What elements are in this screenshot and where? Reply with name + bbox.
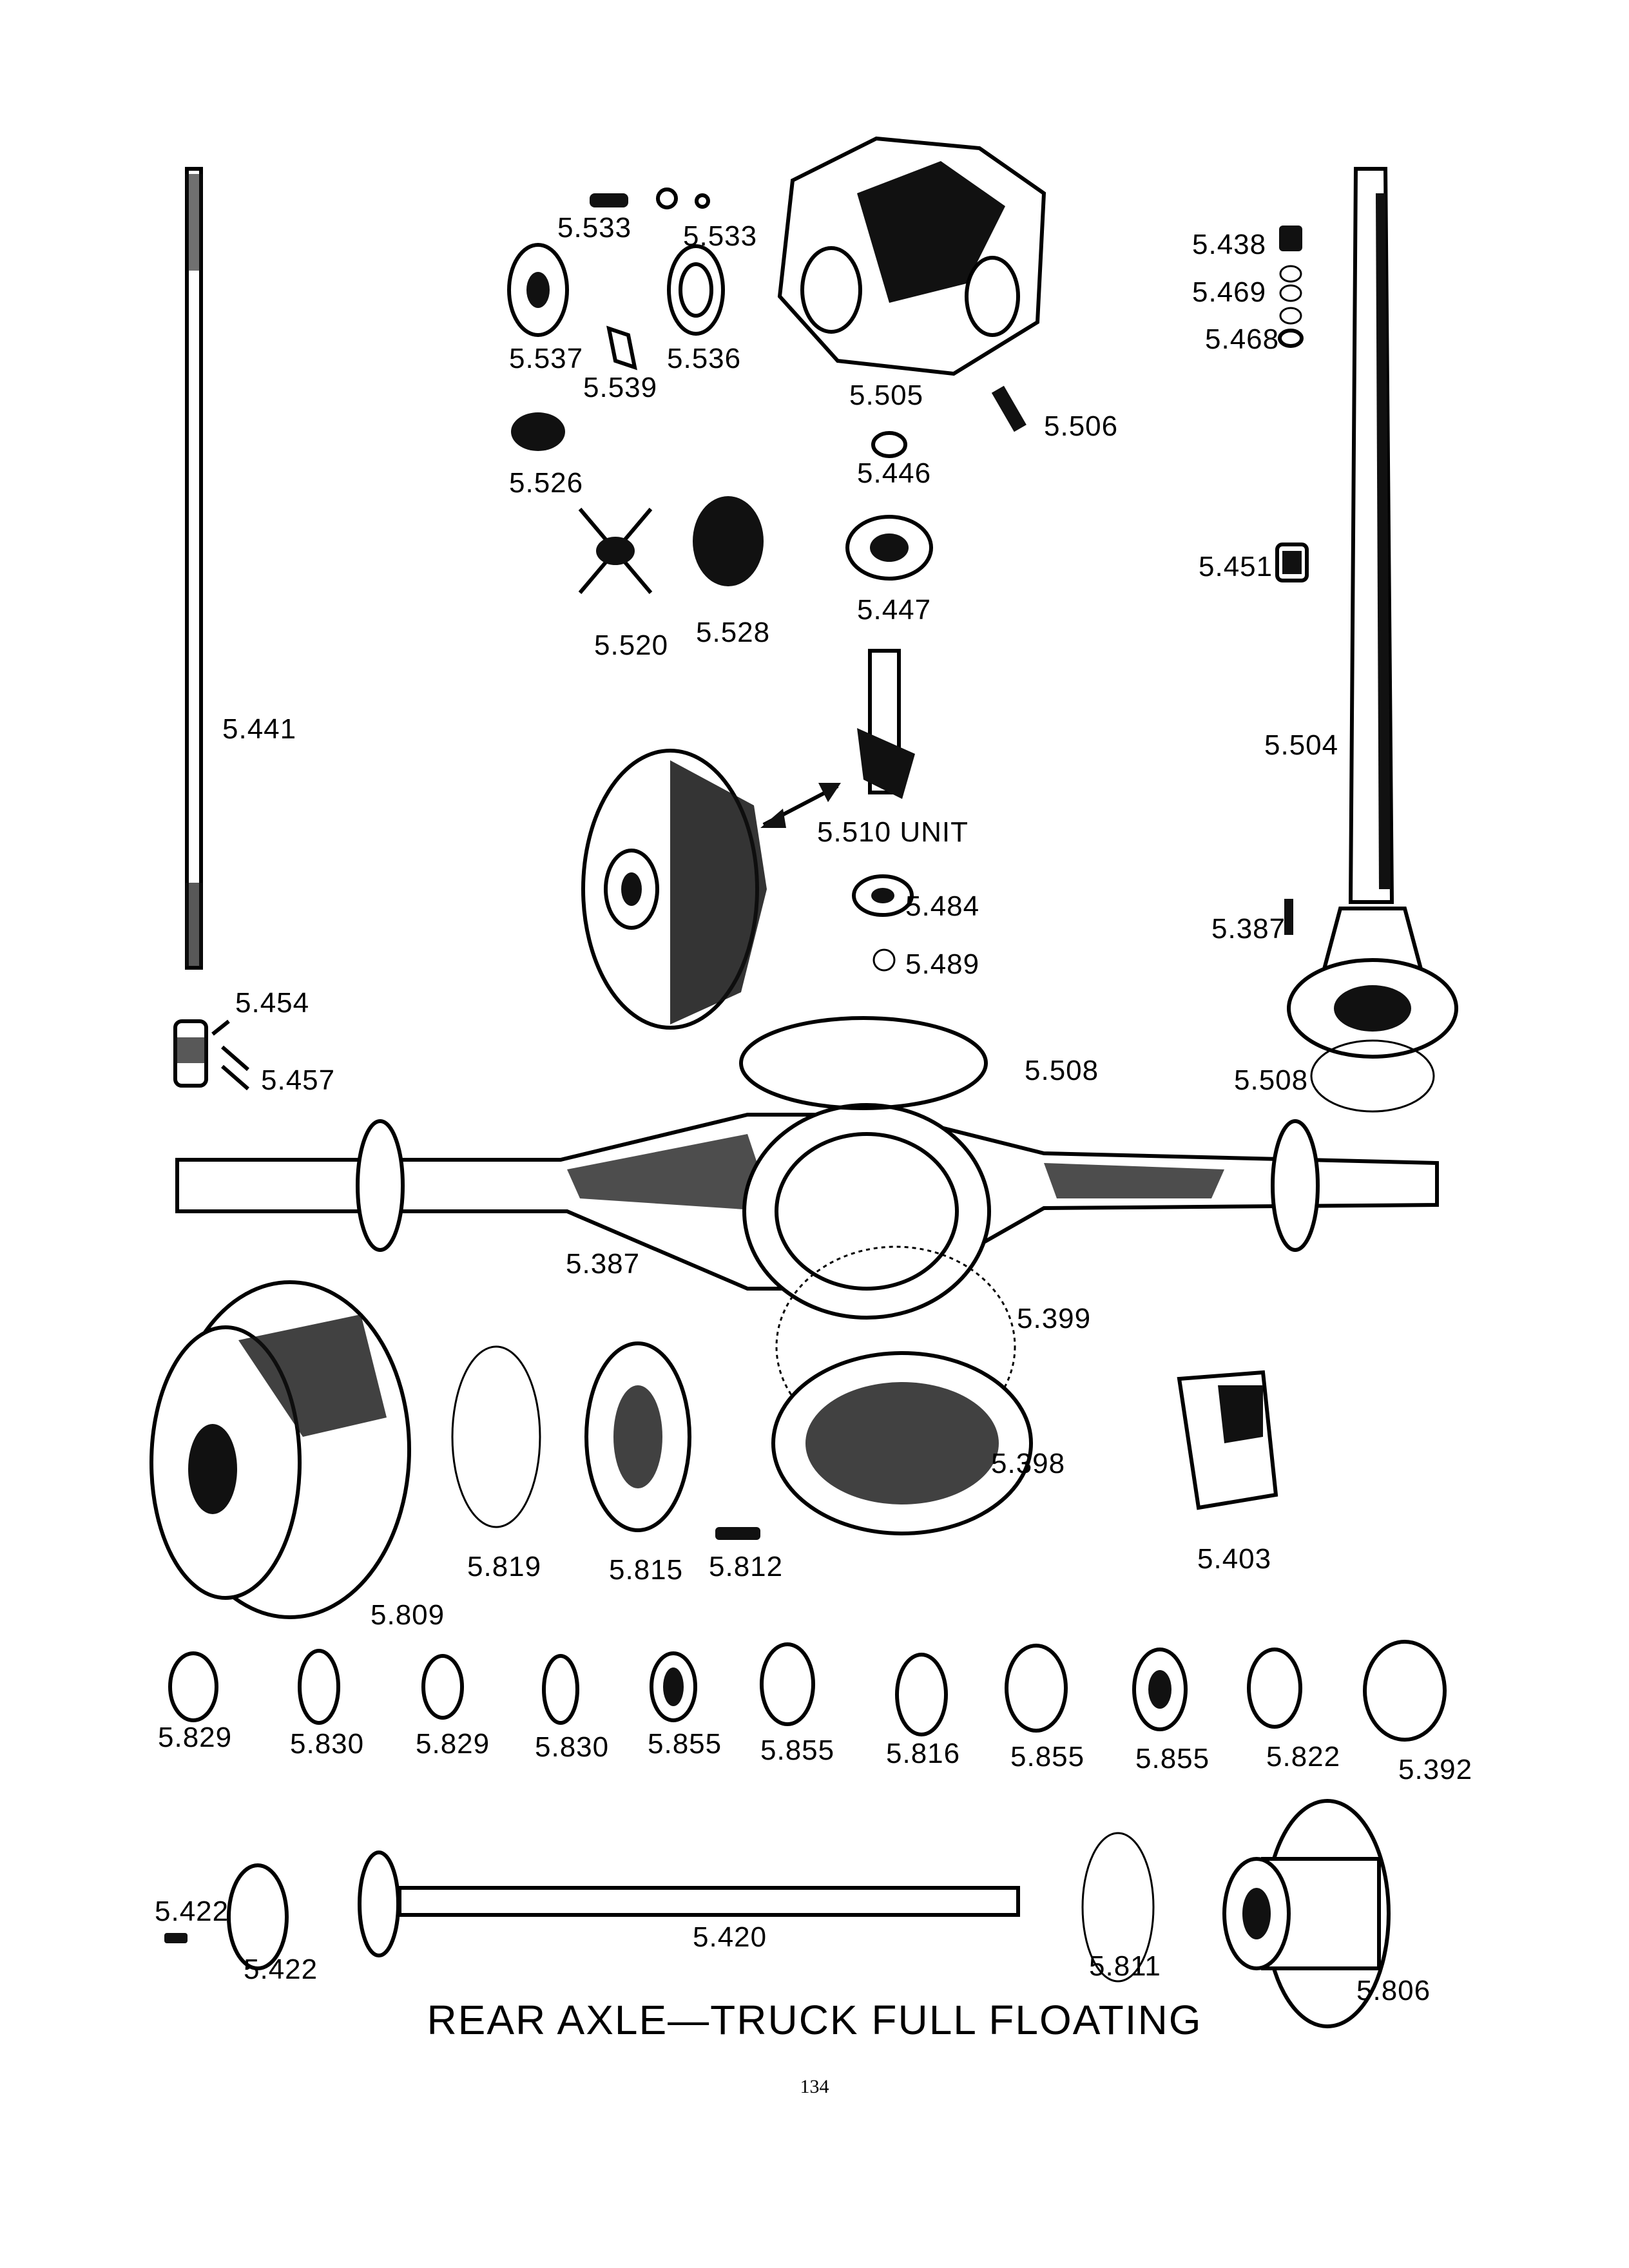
label-5830b: 5.830 (535, 1731, 610, 1763)
label-5510-unit: 5.510 UNIT (817, 816, 969, 848)
label-5520: 5.520 (594, 629, 669, 661)
label-5855d: 5.855 (1135, 1743, 1210, 1774)
label-5539: 5.539 (583, 372, 658, 403)
label-5457: 5.457 (261, 1064, 336, 1096)
axle-shaft-5441 (185, 167, 203, 970)
label-5806: 5.806 (1356, 1975, 1431, 2006)
label-5533b: 5.533 (683, 220, 758, 252)
label-5811: 5.811 (1089, 1950, 1161, 1982)
label-5809: 5.809 (371, 1599, 445, 1631)
label-5536: 5.536 (667, 343, 742, 374)
label-5508b: 5.508 (1234, 1064, 1309, 1096)
axle-shaft-5420-and-hub-5806 (164, 1799, 1391, 2028)
label-5855b: 5.855 (760, 1735, 835, 1766)
label-5822: 5.822 (1266, 1741, 1341, 1773)
page-title: REAR AXLE—TRUCK FULL FLOATING (427, 1997, 1202, 2043)
label-5855a: 5.855 (648, 1728, 722, 1760)
label-5829a: 5.829 (158, 1722, 233, 1753)
label-5819: 5.819 (467, 1551, 542, 1582)
label-5451: 5.451 (1199, 551, 1273, 582)
label-5446: 5.446 (857, 457, 932, 489)
label-5447: 5.447 (857, 594, 932, 626)
label-5484: 5.484 (905, 890, 980, 922)
label-5420: 5.420 (693, 1921, 767, 1953)
label-5438: 5.438 (1192, 229, 1267, 260)
label-5829b: 5.829 (416, 1728, 490, 1760)
label-5489: 5.489 (905, 948, 980, 980)
label-5392: 5.392 (1398, 1754, 1473, 1785)
label-5422a: 5.422 (155, 1896, 229, 1927)
axle-housing-5387 (175, 1016, 1439, 1320)
label-5403: 5.403 (1197, 1543, 1272, 1575)
label-5830a: 5.830 (290, 1728, 365, 1760)
label-5387b: 5.387 (566, 1248, 641, 1280)
differential-carrier-5505 (777, 136, 1046, 376)
label-5505: 5.505 (849, 380, 924, 411)
label-5533a: 5.533 (557, 212, 632, 244)
label-5422b: 5.422 (244, 1954, 318, 1985)
gear-and-bearing-cluster (507, 187, 1027, 594)
axle-housing-tube-5504 (1287, 167, 1458, 1059)
label-5469: 5.469 (1192, 276, 1267, 308)
ring-and-pinion-gear-5510 (581, 649, 915, 1030)
label-5387a: 5.387 (1211, 913, 1286, 945)
label-5812: 5.812 (709, 1551, 784, 1582)
hub-seal-parts (451, 1341, 1278, 1540)
label-5816: 5.816 (886, 1738, 961, 1769)
brake-drum-5809 (149, 1280, 411, 1619)
label-5504: 5.504 (1264, 729, 1339, 761)
label-5508a: 5.508 (1025, 1055, 1099, 1086)
sleeve-and-pins (173, 1019, 249, 1091)
label-5537: 5.537 (509, 343, 584, 374)
page-number: 134 (800, 2076, 829, 2097)
label-5454: 5.454 (235, 987, 310, 1019)
label-5815: 5.815 (609, 1554, 684, 1586)
label-5441: 5.441 (222, 713, 297, 745)
label-5468: 5.468 (1205, 323, 1280, 355)
pinion-bearing-parts (1275, 226, 1309, 935)
label-5528: 5.528 (696, 617, 771, 648)
label-5506: 5.506 (1044, 410, 1119, 442)
label-5399: 5.399 (1017, 1303, 1092, 1334)
bearing-ring-row (168, 1640, 1447, 1742)
label-5398: 5.398 (991, 1448, 1066, 1479)
label-5855c: 5.855 (1010, 1741, 1085, 1773)
cover-and-gasket (771, 1245, 1033, 1535)
label-5526: 5.526 (509, 467, 584, 499)
